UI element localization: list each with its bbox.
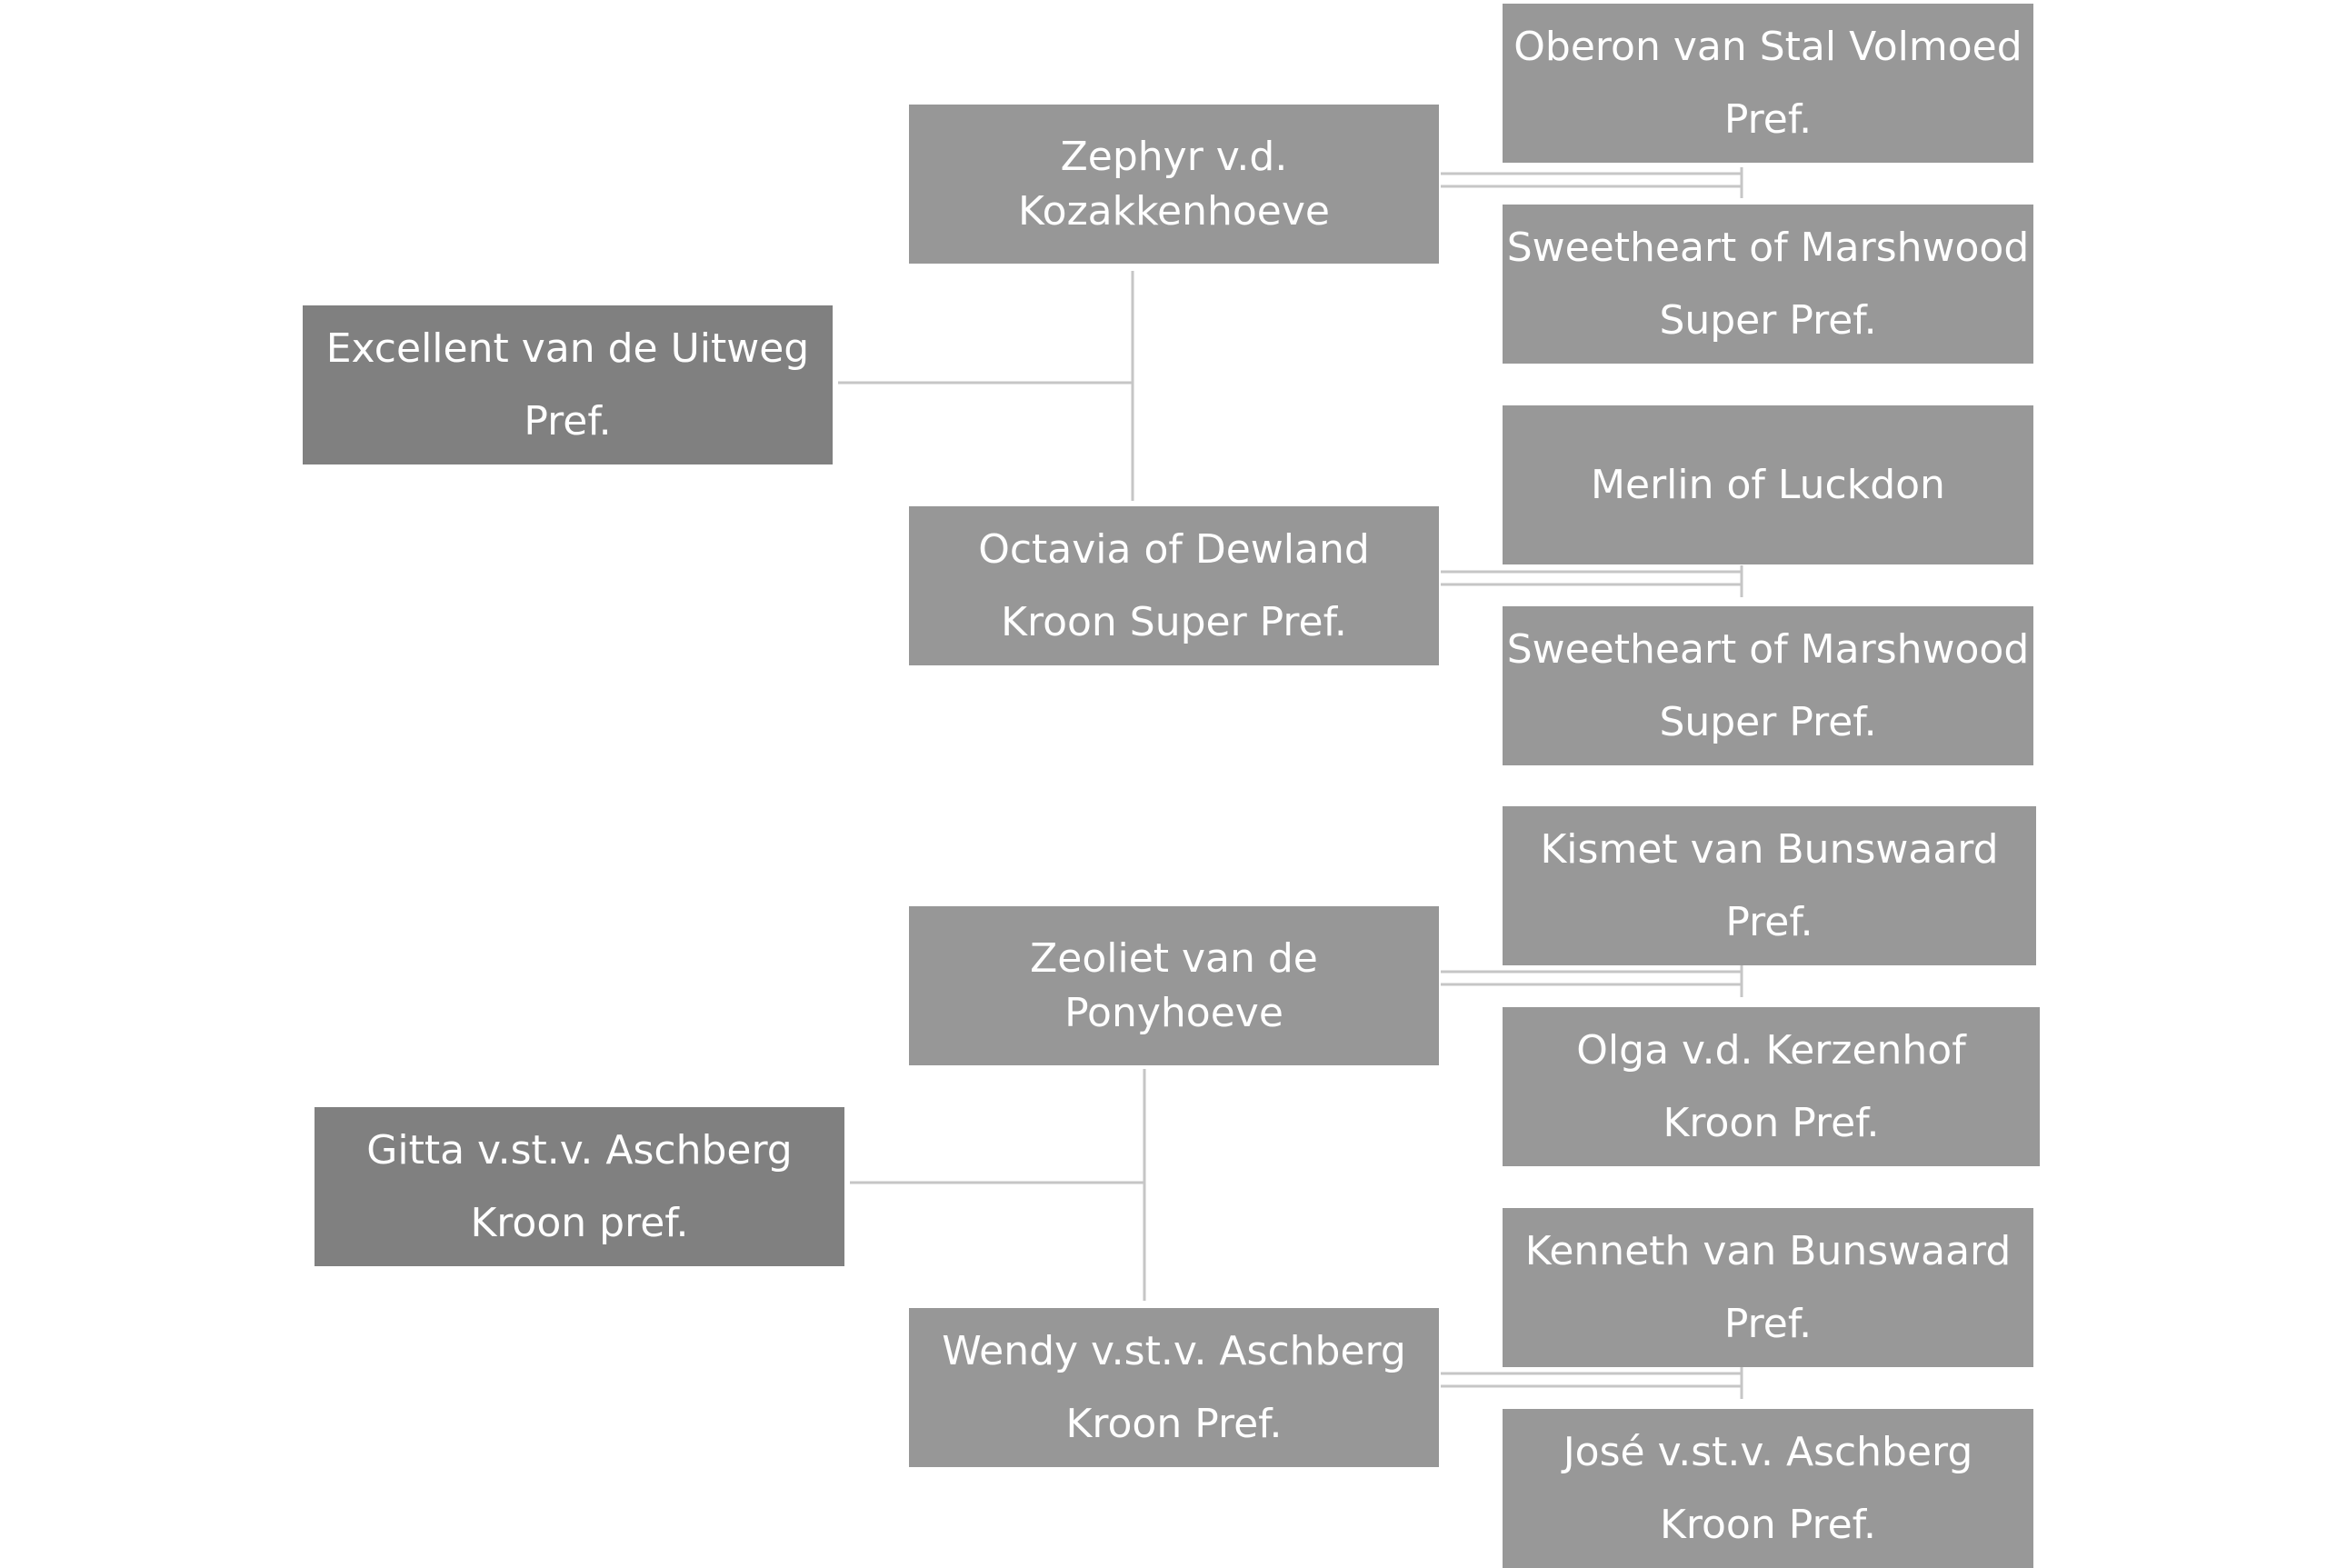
- grandsire-box-kenneth: Kenneth van Bunswaard Pref.: [1503, 1208, 2033, 1367]
- granddam-box-sweetheart-1: Sweetheart of Marshwood Super Pref.: [1503, 205, 2033, 364]
- grandsire-box-kismet: Kismet van Bunswaard Pref.: [1503, 806, 2036, 965]
- granddam-predicate: Kroon Pref.: [1660, 1501, 1876, 1548]
- sire-box-zeoliet: Zeoliet van de Ponyhoeve: [909, 906, 1439, 1065]
- granddam-box-olga: Olga v.d. Kerzenhof Kroon Pref.: [1503, 1007, 2040, 1166]
- granddam-predicate: Super Pref.: [1659, 296, 1877, 344]
- subject-name: Excellent van de Uitweg: [325, 325, 810, 372]
- grandsire-box-merlin: Merlin of Luckdon: [1503, 405, 2033, 564]
- subject-box-gitta: Gitta v.st.v. Aschberg Kroon pref.: [315, 1107, 844, 1266]
- granddam-name: Sweetheart of Marshwood: [1506, 224, 2030, 271]
- granddam-name: Olga v.d. Kerzenhof: [1576, 1026, 1966, 1074]
- granddam-name: José v.st.v. Aschberg: [1563, 1428, 1973, 1475]
- dam-predicate: Kroon Pref.: [1065, 1400, 1283, 1447]
- granddam-predicate: Super Pref.: [1659, 698, 1877, 745]
- dam-name: Wendy v.st.v. Aschberg: [942, 1327, 1406, 1374]
- subject-predicate: Pref.: [524, 397, 612, 444]
- grandsire-name: Kenneth van Bunswaard: [1524, 1227, 2012, 1274]
- granddam-box-sweetheart-2: Sweetheart of Marshwood Super Pref.: [1503, 606, 2033, 765]
- grandsire-name: Merlin of Luckdon: [1591, 461, 1945, 508]
- subject-name: Gitta v.st.v. Aschberg: [366, 1126, 793, 1174]
- grandsire-predicate: Pref.: [1725, 898, 1813, 945]
- dam-box-octavia: Octavia of Dewland Kroon Super Pref.: [909, 506, 1439, 665]
- sire-name: Zephyr v.d.: [1060, 133, 1288, 180]
- dam-box-wendy: Wendy v.st.v. Aschberg Kroon Pref.: [909, 1308, 1439, 1467]
- grandsire-name: Oberon van Stal Volmoed: [1513, 23, 2022, 70]
- sire-name-continued: Ponyhoeve: [1064, 989, 1283, 1036]
- granddam-predicate: Kroon Pref.: [1663, 1099, 1880, 1146]
- granddam-box-jose: José v.st.v. Aschberg Kroon Pref.: [1503, 1409, 2033, 1568]
- subject-predicate: Kroon pref.: [470, 1199, 689, 1246]
- sire-box-zephyr: Zephyr v.d. Kozakkenhoeve: [909, 105, 1439, 264]
- dam-name: Octavia of Dewland: [978, 525, 1370, 573]
- sire-name: Zeoliet van de: [1030, 934, 1318, 982]
- grandsire-predicate: Pref.: [1723, 95, 1813, 143]
- dam-predicate: Kroon Super Pref.: [1001, 598, 1347, 645]
- sire-name-continued: Kozakkenhoeve: [1018, 187, 1330, 235]
- granddam-name: Sweetheart of Marshwood: [1506, 625, 2030, 673]
- subject-box-excellent: Excellent van de Uitweg Pref.: [303, 305, 833, 464]
- grandsire-name: Kismet van Bunswaard: [1540, 825, 1999, 873]
- grandsire-predicate: Pref.: [1723, 1300, 1813, 1347]
- grandsire-box-oberon: Oberon van Stal Volmoed Pref.: [1503, 4, 2033, 163]
